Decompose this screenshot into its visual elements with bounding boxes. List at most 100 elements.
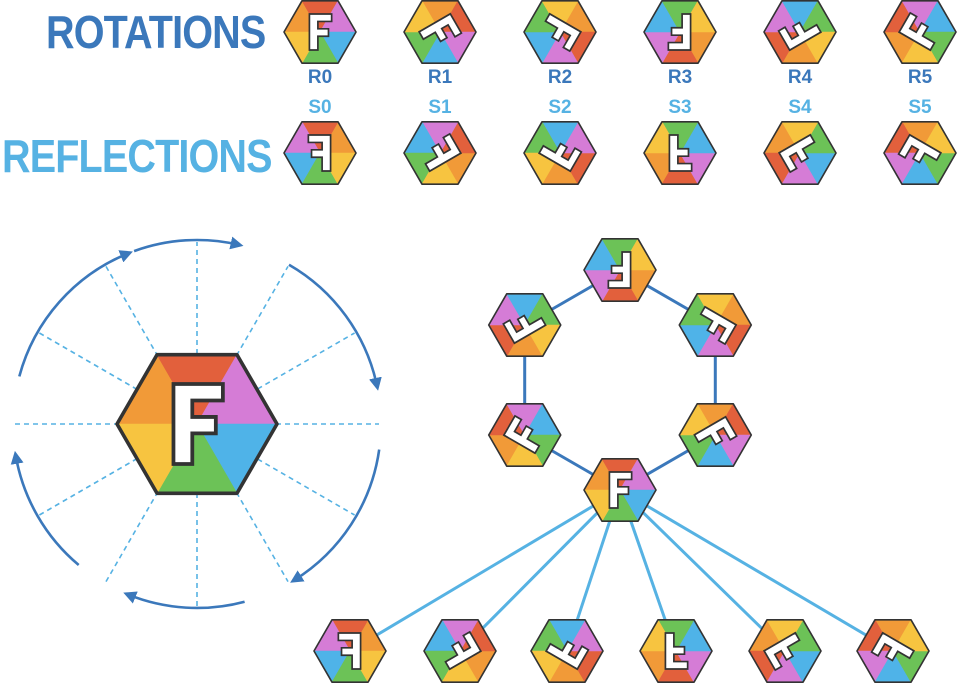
hex-outline <box>283 0 357 64</box>
reflection-edge <box>619 488 894 653</box>
rotation-hexagon <box>283 0 357 64</box>
hex-outline <box>763 0 837 64</box>
hex-outline <box>487 403 562 467</box>
rotation-arrow <box>10 450 80 566</box>
letter-f-glyph <box>444 630 483 671</box>
reflection-edge <box>349 488 621 653</box>
reflection-label: S2 <box>548 97 572 118</box>
letter-f-glyph <box>699 305 738 346</box>
hex-outline <box>523 121 597 185</box>
rotation-arrow <box>133 236 244 253</box>
rotation-label: R4 <box>787 67 813 88</box>
bottom-reflection-hexagon <box>639 619 713 683</box>
reflections-title: REFLECTIONS <box>2 130 273 182</box>
letter-f-glyph <box>668 134 693 172</box>
hex-outline <box>283 121 357 185</box>
hex-outline <box>856 619 930 683</box>
reflection-hexagon <box>523 121 597 185</box>
reflection-edge <box>458 488 622 653</box>
rotation-arrow <box>288 263 382 391</box>
reflection-label: S1 <box>428 97 452 118</box>
reflection-hexagon <box>883 121 957 185</box>
bottom-reflection-hexagon <box>313 619 387 683</box>
reflection-hexagon <box>763 121 837 185</box>
large-hexagon <box>115 352 279 496</box>
letter-f-glyph <box>424 132 463 173</box>
letter-f-glyph <box>667 13 692 51</box>
reflection-label: S3 <box>668 97 692 118</box>
letter-f-glyph <box>777 133 816 174</box>
hex-outline <box>643 121 717 185</box>
letter-f-glyph <box>544 12 583 53</box>
letter-f-glyph <box>307 134 332 172</box>
hex-outline <box>313 619 387 683</box>
letter-f-glyph <box>502 414 541 455</box>
rotation-label: R0 <box>307 67 333 88</box>
hex-outline <box>115 352 279 496</box>
reflection-label: S4 <box>788 97 812 118</box>
cycle-rotation-hexagon <box>487 403 562 467</box>
rotation-arrow <box>123 591 245 610</box>
cycle-rotation-hexagon <box>583 458 657 522</box>
letter-f-glyph <box>870 631 916 662</box>
hex-outline <box>678 403 753 467</box>
letter-f-glyph <box>337 632 362 670</box>
bottom-reflection-hexagon <box>423 619 497 683</box>
rotation-label: R3 <box>667 67 693 88</box>
rotation-hexagon <box>523 0 597 64</box>
rotation-label: R5 <box>907 67 933 88</box>
reflection-hexagon <box>283 121 357 185</box>
letter-f-glyph <box>537 142 583 173</box>
hex-outline <box>583 238 657 302</box>
hex-outline <box>883 0 957 64</box>
hex-outline <box>643 0 717 64</box>
bottom-reflection-hexagon <box>856 619 930 683</box>
rotation-label: R2 <box>547 67 573 88</box>
letter-f-glyph <box>608 471 633 509</box>
hexagon-layer <box>115 0 957 683</box>
hex-outline <box>530 619 604 683</box>
reflection-label: S0 <box>308 97 332 118</box>
bottom-reflection-hexagon <box>748 619 822 683</box>
letter-f-glyph <box>897 133 943 164</box>
rotation-label: R1 <box>427 67 453 88</box>
reflection-hexagon <box>403 121 477 185</box>
bottom-reflection-hexagon <box>530 619 604 683</box>
cycle-rotation-hexagon <box>583 238 657 302</box>
hex-outline <box>678 293 753 357</box>
hex-outline <box>523 0 597 64</box>
hex-outline <box>487 293 562 357</box>
hex-outline <box>639 619 713 683</box>
letter-f-glyph <box>171 382 225 466</box>
letter-f-glyph <box>777 21 823 52</box>
letter-f-glyph <box>502 314 547 345</box>
hex-outline <box>883 121 957 185</box>
hex-outline <box>423 619 497 683</box>
hex-outline <box>403 0 477 64</box>
hex-outline <box>583 458 657 522</box>
cycle-rotation-hexagon <box>678 403 753 467</box>
letter-f-glyph <box>607 251 632 289</box>
letter-f-glyph <box>308 13 333 51</box>
reflection-label: S5 <box>908 97 932 118</box>
hex-outline <box>403 121 477 185</box>
cycle-rotation-hexagon <box>487 293 562 357</box>
rotation-arrow <box>290 449 381 583</box>
letter-f-glyph <box>664 632 689 670</box>
rotations-title: ROTATIONS <box>46 6 266 58</box>
letter-f-glyph <box>762 631 801 672</box>
hex-outline <box>763 121 837 185</box>
reflection-hexagon <box>643 121 717 185</box>
reflection-edge <box>618 488 787 653</box>
rotation-hexagon <box>763 0 837 64</box>
letter-f-glyph <box>544 640 590 671</box>
letter-f-glyph <box>897 11 936 52</box>
rotation-arrow <box>18 250 133 377</box>
hex-outline <box>748 619 822 683</box>
rotation-hexagon <box>403 0 477 64</box>
cycle-rotation-hexagon <box>678 293 753 357</box>
letter-f-glyph <box>417 12 463 43</box>
rotation-hexagon <box>883 0 957 64</box>
letter-f-glyph <box>693 415 738 446</box>
